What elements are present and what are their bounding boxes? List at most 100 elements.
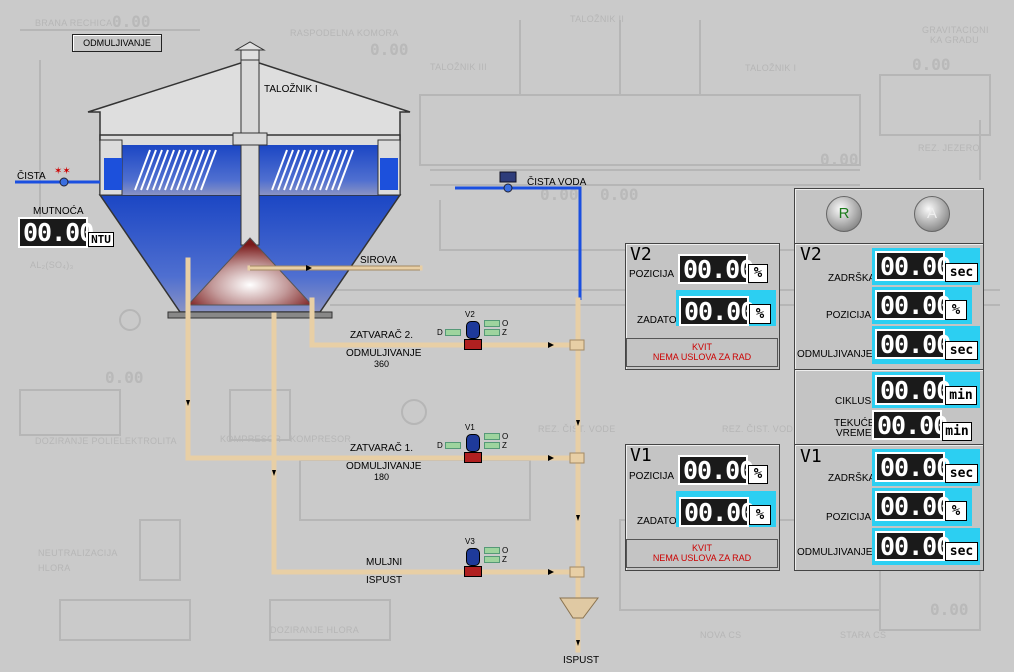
bg-label-ka-gradu: KA GRADU (930, 35, 979, 45)
v1-pozicija-display: 00.00 (678, 455, 754, 485)
turbidity-unit: NTU (88, 232, 114, 247)
v1-kvit-message: NEMA USLOVA ZA RAD (652, 553, 752, 563)
v2-right-pozicija-label: POZICIJA (826, 310, 872, 321)
ciklus-input[interactable]: 00.00 (875, 375, 951, 405)
tank-title: TALOŽNIK I (264, 84, 318, 95)
v1-zadrska-input[interactable]: 00.00 (875, 452, 951, 482)
v1-pozicija-label: POZICIJA (629, 471, 675, 482)
v1-settings-title: V1 (800, 446, 822, 467)
vreme-label: VREME (836, 428, 872, 439)
v2-zadato-unit: % (749, 304, 771, 324)
valve-v1-tag: V1 (465, 423, 475, 432)
v2-zadrska-label: ZADRŠKA (828, 273, 876, 284)
v2-zadato-input[interactable]: 00.00 (679, 296, 755, 326)
line-v3-sub: ISPUST (366, 575, 403, 586)
valve-actuator-icon (466, 434, 480, 452)
line-v2-label: ZATVARAČ 2. (350, 330, 413, 341)
valve-v1-d: D (437, 441, 443, 450)
valve-v2-o: O (502, 319, 509, 328)
bg-value: 0.00 (912, 55, 951, 74)
valve-body-icon (464, 339, 482, 350)
line-v2-sub: ODMULJIVANJE (346, 348, 422, 359)
tekuce-vreme-unit: min (942, 422, 972, 441)
valve-actuator-icon (466, 321, 480, 339)
bg-label-grana-rechica: BRANA RECHICA (35, 18, 113, 28)
valve-v2-z-indicator (484, 329, 500, 336)
bg-value: 0.00 (370, 40, 409, 59)
valve-body-icon (464, 566, 482, 577)
v1-right-pozicija-label: POZICIJA (826, 512, 872, 523)
ciklus-unit: min (945, 386, 977, 405)
turbidity-label: MUTNOĆA (33, 206, 84, 217)
bg-label-hlora: HLORA (38, 563, 71, 573)
bg-label-taloznik-ii: TALOŽNIK II (570, 14, 625, 24)
bg-label-raspodelna-komora: RASPODELNA KOMORA (290, 28, 399, 38)
v1-pozicija-unit: % (748, 465, 768, 484)
tekuce-vreme-display: 00.00 (872, 410, 948, 440)
bg-value: 0.00 (540, 185, 579, 204)
v1-zadrska-label: ZADRŠKA (828, 473, 876, 484)
bg-label-kompresor-2: KOMPRESOR (290, 434, 352, 444)
v1-zadato-unit: % (749, 505, 771, 525)
tekuce-label: TEKUĆE (834, 418, 875, 429)
valve-v3[interactable]: V3 (462, 537, 484, 579)
bg-label-neutralizacija: NEUTRALIZACIJA (38, 548, 118, 558)
odmuljivanje-button[interactable]: ODMULJIVANJE (72, 34, 162, 52)
bg-value: 0.00 (112, 12, 151, 31)
v2-zadato-label: ZADATO (637, 315, 677, 326)
valve-v2[interactable]: V2 (462, 310, 484, 352)
bg-label-nova-cs: NOVA CS (700, 630, 742, 640)
v2-odmuljivanje-unit: sec (945, 341, 978, 360)
line-v1-label: ZATVARAČ 1. (350, 443, 413, 454)
v1-zadato-input[interactable]: 00.00 (679, 497, 755, 527)
v1-panel-title: V1 (630, 445, 652, 466)
v2-pozicija-label: POZICIJA (629, 269, 675, 280)
v2-pozicija-unit: % (748, 264, 768, 283)
v2-zadrska-input[interactable]: 00.00 (875, 251, 951, 281)
mode-a-button[interactable]: A (914, 196, 950, 232)
v1-zadrska-unit: sec (945, 464, 978, 483)
line-v3-label: MULJNI (366, 557, 403, 568)
v2-right-pozicija-input[interactable]: 00.00 (875, 290, 951, 320)
v1-odmuljivanje-unit: sec (945, 542, 978, 561)
v2-kvit-button[interactable]: KVIT NEMA USLOVA ZA RAD (626, 338, 778, 367)
dosing-pump-icon: ✶✶ (54, 166, 71, 177)
mode-r-button[interactable]: R (826, 196, 862, 232)
valve-v3-o-indicator (484, 547, 500, 554)
valve-v1-o: O (502, 432, 509, 441)
v2-right-pozicija-unit: % (945, 300, 967, 320)
valve-v2-d-indicator (445, 329, 461, 336)
bg-label-taloznik-i: TALOŽNIK I (745, 63, 797, 73)
bg-label-stara-cs: STARA CS (840, 630, 887, 640)
valve-v2-z: Z (502, 328, 507, 337)
mode-panel (794, 188, 984, 244)
valve-v2-tag: V2 (465, 310, 475, 319)
v1-odmuljivanje-input[interactable]: 00.00 (875, 531, 951, 561)
v2-pozicija-display: 00.00 (678, 254, 754, 284)
bg-label-taloznik-iii: TALOŽNIK III (430, 62, 487, 72)
valve-v1[interactable]: V1 (462, 423, 484, 465)
cista-inlet-label: ČISTA (17, 171, 46, 182)
turbidity-display: 00.00 (18, 217, 94, 248)
valve-v1-z: Z (502, 441, 507, 450)
v2-settings-title: V2 (800, 244, 822, 265)
v2-panel-title: V2 (630, 244, 652, 265)
bg-value: 0.00 (600, 185, 639, 204)
line-v1-sub: ODMULJIVANJE (346, 461, 422, 472)
valve-v3-tag: V3 (465, 537, 475, 546)
v1-zadato-label: ZADATO (637, 516, 677, 527)
bg-label-al2so4: AL₂(SO₄)₃ (30, 260, 74, 270)
valve-body-icon (464, 452, 482, 463)
v1-odmuljivanje-label: ODMULJIVANJE (797, 547, 873, 558)
bg-label-doziranje-poli: DOZIRANJE POLIELEKTROLITA (35, 436, 177, 446)
v1-right-pozicija-input[interactable]: 00.00 (875, 491, 951, 521)
bg-label-rez-jezero: REZ. JEZERO (918, 143, 980, 153)
bg-value: 0.00 (105, 368, 144, 387)
bg-value: 0.00 (930, 600, 969, 619)
v2-odmuljivanje-input[interactable]: 00.00 (875, 329, 951, 359)
bg-label-gravitacioni: GRAVITACIONI (922, 25, 989, 35)
valve-v3-z-indicator (484, 556, 500, 563)
valve-v1-d-indicator (445, 442, 461, 449)
v1-kvit-button[interactable]: KVIT NEMA USLOVA ZA RAD (626, 539, 778, 568)
